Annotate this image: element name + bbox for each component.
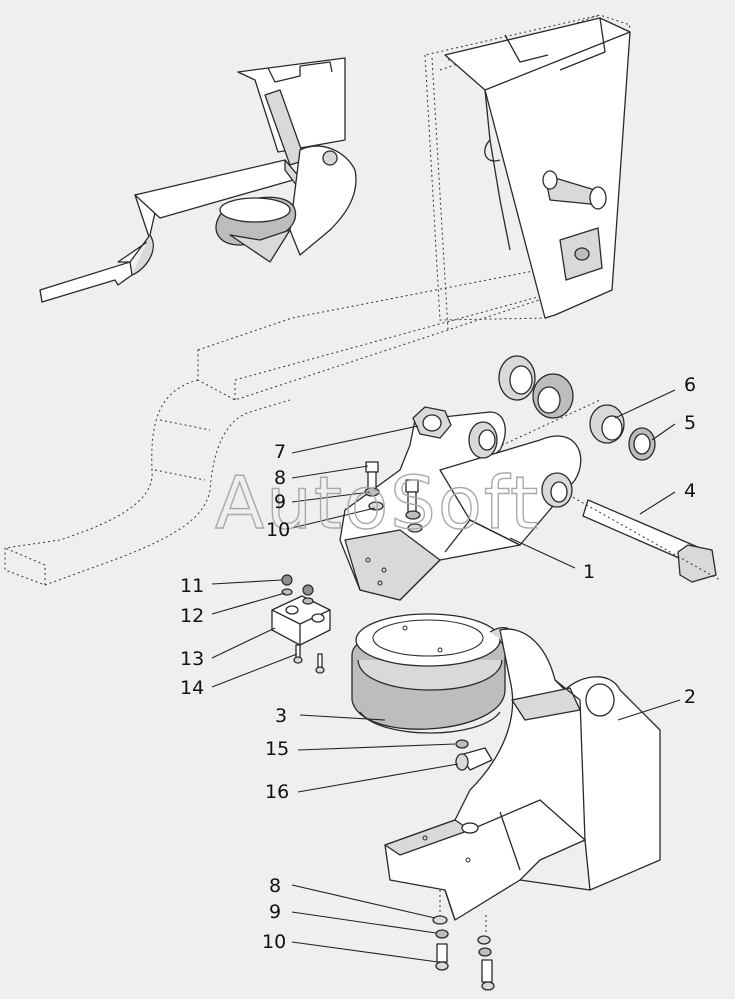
screws-14 (293, 644, 325, 674)
top-suspension-assembly (39, 57, 357, 303)
callout-labels: 1 2 3 4 5 6 7 8 9 10 11 12 13 14 15 16 8… (180, 374, 696, 953)
callout-13: 13 (180, 648, 204, 670)
lower-fasteners (432, 890, 495, 991)
callout-9-upper: 9 (274, 491, 286, 513)
fittings-15-16 (455, 739, 493, 771)
callout-14: 14 (180, 677, 204, 699)
clamp-13 (271, 595, 331, 646)
callout-2: 2 (684, 686, 696, 708)
callout-7: 7 (274, 441, 286, 463)
air-spring-3 (351, 613, 517, 734)
callout-8-upper: 8 (274, 467, 286, 489)
callout-1: 1 (583, 561, 595, 583)
callout-16: 16 (265, 781, 289, 803)
callout-6: 6 (684, 374, 696, 396)
bolt-washer-set-upper (364, 461, 423, 533)
frame-bracket (444, 17, 631, 319)
callout-4: 4 (684, 480, 696, 502)
callout-3: 3 (275, 705, 287, 727)
trailing-arm-1 (339, 411, 582, 601)
callout-10-lower: 10 (262, 931, 286, 953)
callout-5: 5 (684, 412, 696, 434)
callout-10-upper: 10 (266, 519, 290, 541)
nut-7 (412, 406, 452, 439)
callout-12: 12 (180, 605, 204, 627)
callout-9-lower: 9 (269, 901, 281, 923)
callout-15: 15 (265, 738, 289, 760)
bolt-4 (559, 489, 721, 583)
bushing-set (469, 355, 656, 461)
leader-lines (211, 389, 681, 963)
callout-11: 11 (180, 575, 204, 597)
bracket-2 (384, 628, 661, 921)
watermark: AutoSoft (215, 461, 540, 545)
callout-8-lower: 8 (269, 875, 281, 897)
